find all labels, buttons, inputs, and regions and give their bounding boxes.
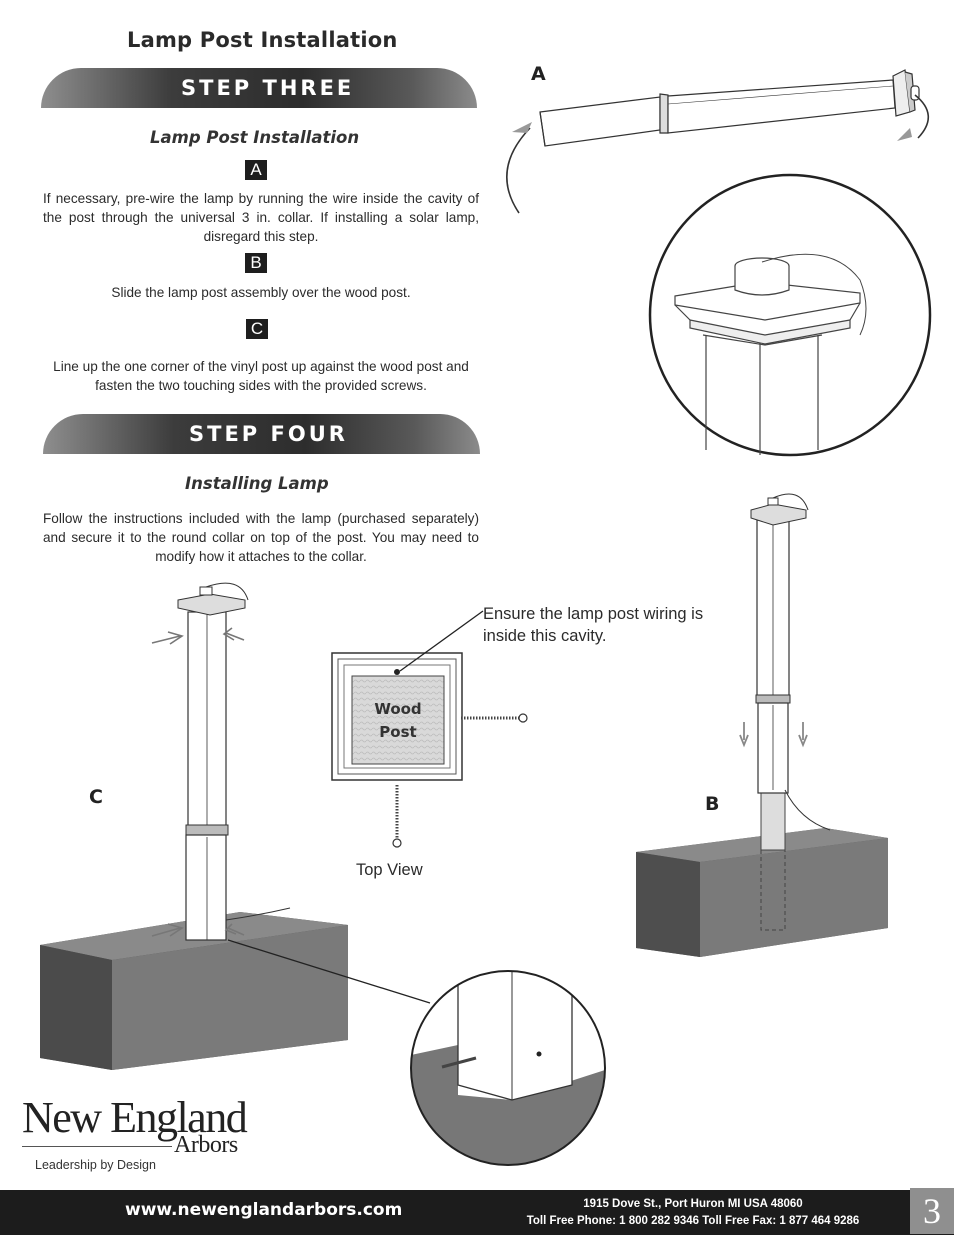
footer-bar: [0, 1190, 954, 1235]
logo-sub: Arbors: [174, 1132, 238, 1158]
step-b-text: Slide the lamp post assembly over the wo…: [111, 285, 411, 300]
top-view-diagram: [331, 610, 528, 848]
wood-post-label-2: Post: [379, 723, 416, 741]
company-logo: New England Arbors Leadership by Design: [22, 1093, 248, 1172]
figure-c-label: C: [89, 786, 103, 808]
step-three-label: STEP THREE: [181, 76, 355, 100]
step-four-label: STEP FOUR: [189, 422, 348, 446]
arrow-a-left-icon: [512, 122, 532, 133]
step-four-banner: STEP FOUR: [43, 414, 480, 454]
footer-phones: Toll Free Phone: 1 800 282 9346 Toll Fre…: [526, 1215, 860, 1227]
page-number: 3: [910, 1188, 954, 1234]
step-four-text: Follow the instructions included with th…: [43, 511, 479, 564]
cap-detail-circle: [648, 173, 932, 457]
page-title: Lamp Post Installation: [127, 28, 398, 52]
footer-website-link[interactable]: www.newenglandarbors.com: [125, 1200, 403, 1220]
step-b-marker: B: [245, 253, 267, 273]
step-three-banner: STEP THREE: [41, 68, 477, 108]
wood-post-label-1: Wood: [374, 700, 421, 718]
figure-a-label: A: [531, 63, 546, 85]
screw-detail-circle: [410, 970, 606, 1166]
arrow-a-right-icon: [897, 128, 912, 141]
step-c-marker: C: [246, 319, 268, 339]
figure-b-assembly: [636, 493, 888, 957]
footer-address: 1915 Dove St., Port Huron MI USA 48060: [583, 1198, 803, 1210]
step-three-subtitle: Lamp Post Installation: [150, 128, 360, 147]
step-c-text: Line up the one corner of the vinyl post…: [53, 359, 469, 393]
logo-tagline: Leadership by Design: [35, 1158, 156, 1172]
step-four-subtitle: Installing Lamp: [185, 474, 329, 493]
wire-a-end: [914, 94, 930, 139]
step-a-text: If necessary, pre-wire the lamp by runni…: [43, 191, 479, 244]
footer-contact: 1915 Dove St., Port Huron MI USA 48060 T…: [485, 1196, 901, 1230]
figure-b-label: B: [705, 793, 720, 815]
wiring-callout: Ensure the lamp post wiring is inside th…: [483, 605, 704, 645]
logo-divider: [22, 1146, 172, 1147]
figure-a-post: [539, 69, 920, 147]
step-a-marker: A: [245, 160, 267, 180]
top-view-label: Top View: [356, 861, 423, 879]
figure-c-assembly: [40, 582, 431, 1070]
wire-a: [506, 127, 531, 214]
logo-name: New England: [22, 1093, 248, 1142]
